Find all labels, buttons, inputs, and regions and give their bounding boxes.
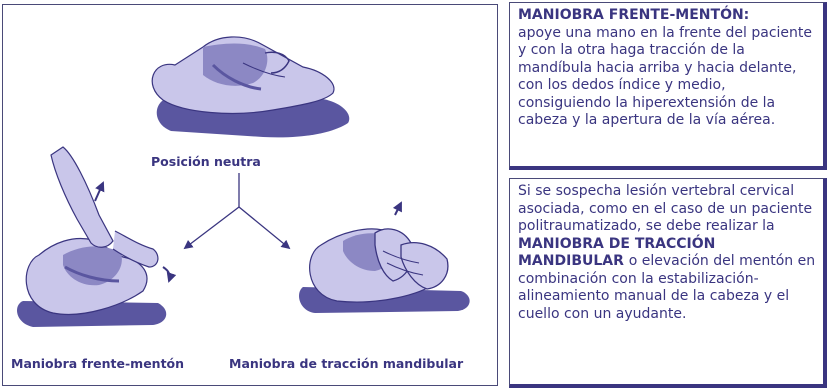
head-tilt-body: apoye una mano en la frente del paciente… [518,24,813,129]
jaw-thrust-instructions-box: Si se sospecha lesión vertebral cervical… [509,178,827,388]
jaw-thrust-intro: Si se sospecha lesión vertebral cervical… [518,183,813,234]
caption-jaw-thrust: Maniobra de tracción mandibular [229,356,464,371]
jaw-thrust-illustration [299,201,470,313]
caption-head-tilt-chin-lift: Maniobra frente-mentón [11,356,185,371]
illustration-canvas [17,36,470,327]
head-tilt-chin-lift-illustration [17,146,177,327]
neutral-head-illustration [151,36,350,138]
head-tilt-title: MANIOBRA FRENTE-MENTÓN: [518,7,750,23]
jaw-thrust-emphasis: MANIOBRA DE TRACCIÓN MANDIBULAR [518,235,716,270]
diverging-arrows [183,173,291,250]
airway-maneuvers-figure: Posición neutra Maniobra frente-mentón M… [2,4,498,386]
caption-neutral-position: Posición neutra [151,154,261,169]
jaw-thrust-outro: o elevación del mentón en combinación co… [518,253,816,322]
head-tilt-instructions-box: MANIOBRA FRENTE-MENTÓN: apoye una mano e… [509,2,827,170]
